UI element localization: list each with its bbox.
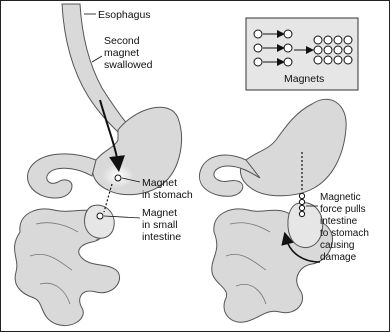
label-magnetic-force-2: force pulls — [320, 204, 366, 215]
right-panel: Magnets Magnetic force pulls intestine t… — [199, 18, 368, 322]
label-magnet-stomach-2: in stomach — [142, 189, 193, 201]
label-magnetic-force-3: intestine — [320, 216, 358, 227]
label-magnetic-force-4: to stomach — [320, 228, 369, 239]
pulled-intestine-loop — [288, 203, 323, 248]
stomach-right — [240, 99, 346, 195]
duodenum-left — [28, 154, 96, 198]
magnet-in-intestine-icon — [97, 213, 103, 219]
left-panel: Esophagus Second magnet swallowed Magnet… — [15, 4, 193, 326]
label-magnetic-force-5: causing — [320, 240, 354, 251]
leader-second-magnet — [92, 56, 102, 62]
label-magnet-intestine-2: in small — [142, 219, 178, 231]
magnet-in-stomach-icon — [115, 175, 121, 181]
label-esophagus: Esophagus — [98, 9, 151, 21]
label-magnetic-force-6: damage — [320, 252, 357, 263]
label-second-magnet-2: magnet — [104, 47, 139, 59]
label-second-magnet-3: swallowed — [104, 59, 153, 71]
label-magnet-stomach-1: Magnet — [142, 177, 177, 189]
label-magnet-intestine-3: intestine — [142, 231, 181, 243]
label-magnets: Magnets — [284, 73, 324, 85]
label-magnetic-force-1: Magnetic — [320, 192, 361, 203]
label-magnet-intestine-1: Magnet — [142, 207, 177, 219]
intestine-pocket-left — [85, 205, 115, 238]
label-second-magnet-1: Second — [104, 35, 140, 47]
